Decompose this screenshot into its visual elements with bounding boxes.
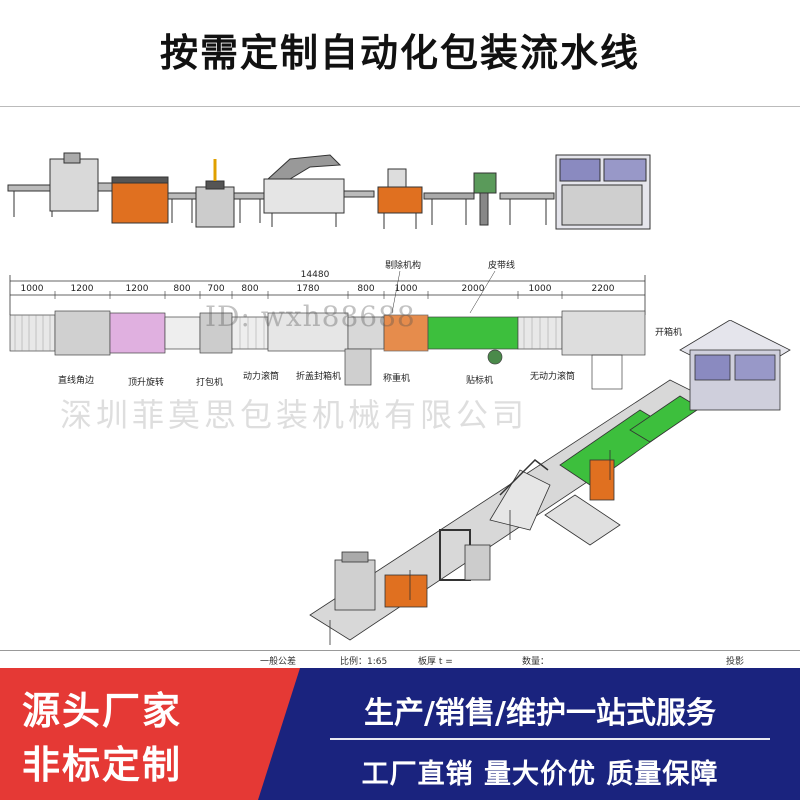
callout-fold-seal: 折盖封箱机 — [296, 370, 341, 382]
dim-8: 800 — [357, 284, 374, 294]
quantity-label: 数量： — [522, 657, 550, 667]
dim-total: 14480 — [301, 270, 330, 280]
divider — [0, 106, 800, 107]
callout-strapping: 打包机 — [196, 376, 223, 388]
dim-3: 1200 — [126, 284, 149, 294]
watermark-id: ID: wxh88688 — [205, 300, 416, 333]
plan-view-drawing: 14480 1000 1200 1200 800 700 800 1780 80… — [9, 259, 682, 390]
banner-source-factory: 源头厂家 — [22, 689, 183, 733]
dim-12: 2200 — [592, 284, 615, 294]
dim-11: 1000 — [529, 284, 552, 294]
callout-powered-roller: 动力滚筒 — [243, 370, 279, 382]
dim-4: 800 — [173, 284, 190, 294]
callout-unpowered-roller: 无动力滚筒 — [530, 370, 575, 382]
dim-6: 800 — [241, 284, 258, 294]
page-title: 按需定制自动化包装流水线 — [159, 31, 640, 75]
callout-straight-edge: 直线角边 — [58, 374, 94, 386]
callout-carton-erector: 开箱机 — [655, 326, 682, 338]
tolerance-label: 一般公差 — [260, 657, 297, 667]
side-elevation-drawing — [7, 152, 651, 230]
watermark-company: 深圳菲莫思包装机械有限公司 — [60, 396, 529, 434]
banner-custom-made: 非标定制 — [22, 743, 183, 787]
dim-9: 1000 — [395, 284, 418, 294]
dim-7: 1780 — [297, 284, 320, 294]
dim-1: 1000 — [21, 284, 44, 294]
banner-factory-direct: 工厂直销 量大价优 质量保障 — [361, 759, 719, 790]
dim-5: 700 — [207, 284, 224, 294]
callout-labeler: 贴标机 — [466, 374, 493, 386]
drawing-title-block: 一般公差 比例：1:65 板厚 t = 数量： 投影 — [0, 650, 800, 669]
projection-label: 投影 — [726, 657, 745, 667]
isometric-line-drawing — [309, 320, 791, 645]
callout-check-weigher: 称重机 — [383, 372, 410, 384]
thickness-label: 板厚 t = — [418, 657, 453, 667]
dim-10: 2000 — [462, 284, 485, 294]
banner-divider — [330, 738, 770, 740]
banner-one-stop-service: 生产/销售/维护一站式服务 — [364, 696, 716, 731]
callout-lift-rotate: 顶升旋转 — [128, 376, 164, 388]
scale-label: 比例：1:65 — [340, 657, 388, 667]
callout-belt-line: 皮带线 — [488, 259, 515, 271]
promo-banner-left-panel — [0, 668, 300, 800]
callout-reject-mechanism: 剔除机构 — [385, 259, 421, 271]
dim-2: 1200 — [71, 284, 94, 294]
